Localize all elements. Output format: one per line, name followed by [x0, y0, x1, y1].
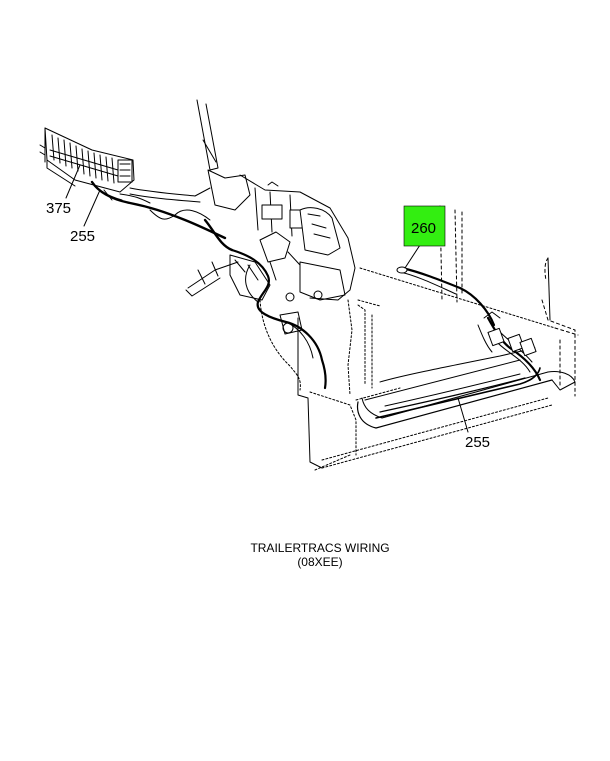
- diagram-title: TRAILERTRACS WIRING: [250, 541, 390, 555]
- leader-375: [65, 164, 81, 199]
- leader-255-right: [457, 397, 469, 433]
- highlight-box: [403, 205, 446, 247]
- callout-260: 260: [411, 220, 436, 237]
- diagram-code: (08XEE): [297, 555, 343, 569]
- callouts: 375 255 260 255: [46, 200, 490, 451]
- rear-frame: [439, 205, 579, 397]
- callout-260-highlight: 260: [403, 205, 446, 247]
- right-harness: [375, 266, 542, 419]
- callout-255-right: 255: [465, 434, 490, 451]
- fuse-panel: [39, 127, 135, 193]
- cab-sill: [356, 347, 576, 429]
- center-harness: [230, 248, 327, 390]
- leader-lines: [65, 164, 469, 433]
- leader-260: [404, 244, 421, 269]
- callout-255-left: 255: [70, 228, 95, 245]
- dash-bracket: [185, 99, 356, 335]
- left-harness: [90, 180, 234, 252]
- leader-255-left: [83, 189, 101, 227]
- floor-panel: [259, 267, 556, 471]
- callout-375: 375: [46, 200, 71, 217]
